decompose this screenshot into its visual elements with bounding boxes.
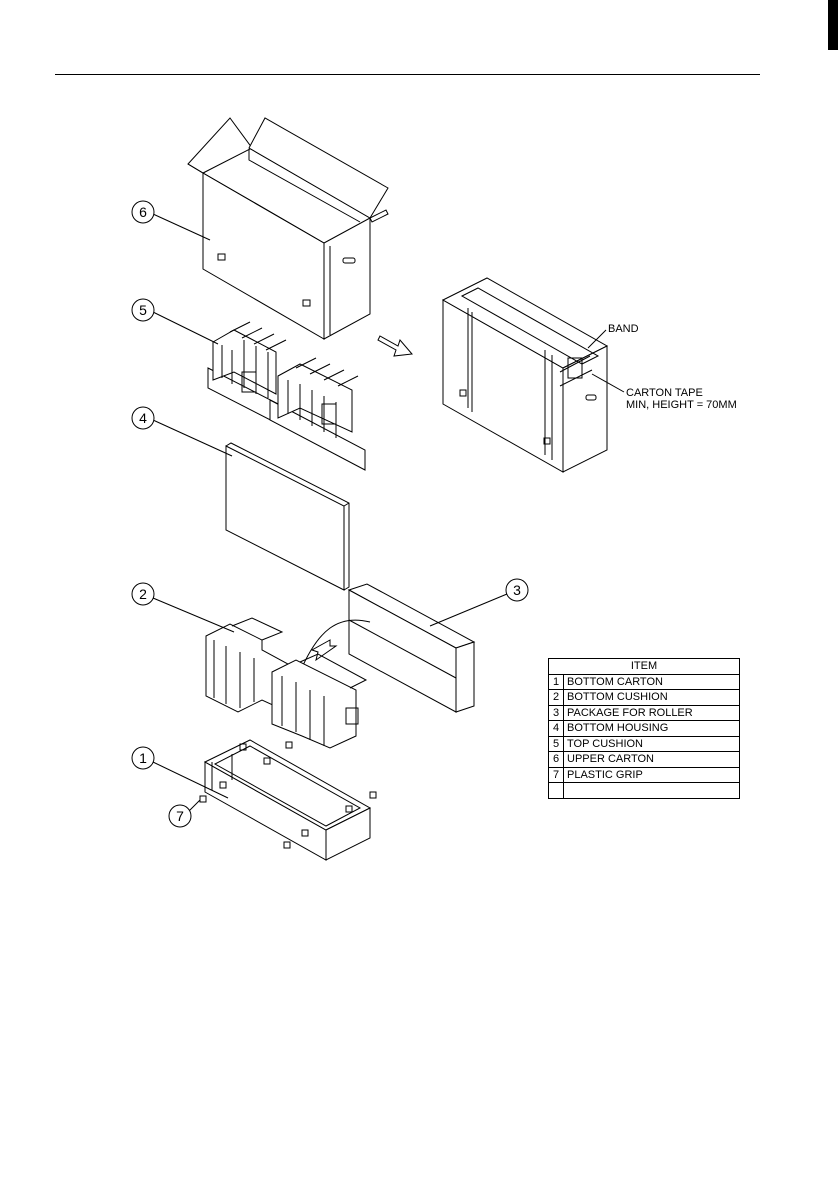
table-row: 2 BOTTOM CUSHION bbox=[549, 690, 740, 706]
row-part-name: TOP CUSHION bbox=[564, 736, 740, 752]
band-label: BAND bbox=[608, 323, 639, 335]
table-row: 4 BOTTOM HOUSING bbox=[549, 721, 740, 737]
callout-1-number: 1 bbox=[139, 750, 147, 766]
row-part-name: PACKAGE FOR ROLLER bbox=[564, 705, 740, 721]
upper-carton-drawing bbox=[188, 118, 388, 339]
assembled-package-drawing bbox=[443, 278, 607, 472]
row-part-name: PLASTIC GRIP bbox=[564, 767, 740, 783]
table-row: 5 TOP CUSHION bbox=[549, 736, 740, 752]
row-number: 5 bbox=[549, 736, 564, 752]
callout-4: 4 bbox=[132, 407, 232, 456]
callout-5-number: 5 bbox=[139, 302, 147, 318]
callout-2: 2 bbox=[132, 583, 234, 632]
row-part-name bbox=[564, 783, 740, 799]
bottom-carton-drawing bbox=[205, 740, 376, 860]
callout-4-number: 4 bbox=[139, 410, 147, 426]
table-row: 7 PLASTIC GRIP bbox=[549, 767, 740, 783]
bottom-housing-drawing bbox=[226, 443, 349, 590]
carton-tape-height-label: MIN, HEIGHT = 70MM bbox=[626, 399, 737, 411]
row-number: 4 bbox=[549, 721, 564, 737]
table-row: 3 PACKAGE FOR ROLLER bbox=[549, 705, 740, 721]
parts-list-table: ITEM 1 BOTTOM CARTON 2 BOTTOM CUSHION 3 … bbox=[548, 658, 740, 799]
plastic-grip-drawing bbox=[200, 796, 206, 802]
row-number bbox=[549, 783, 564, 799]
carton-tape-label: CARTON TAPE bbox=[626, 387, 703, 399]
row-number: 7 bbox=[549, 767, 564, 783]
row-number: 3 bbox=[549, 705, 564, 721]
row-part-name: BOTTOM CARTON bbox=[564, 674, 740, 690]
callout-7: 7 bbox=[169, 800, 200, 827]
callout-6: 6 bbox=[132, 201, 210, 240]
table-header-item: ITEM bbox=[549, 659, 740, 675]
callout-6-number: 6 bbox=[139, 204, 147, 220]
callout-7-number: 7 bbox=[176, 808, 184, 824]
row-number: 6 bbox=[549, 752, 564, 768]
row-number: 2 bbox=[549, 690, 564, 706]
table-row: 1 BOTTOM CARTON bbox=[549, 674, 740, 690]
table-header-row: ITEM bbox=[549, 659, 740, 675]
callout-2-number: 2 bbox=[139, 586, 147, 602]
callout-5: 5 bbox=[132, 299, 218, 344]
row-number: 1 bbox=[549, 674, 564, 690]
callout-3-number: 3 bbox=[513, 582, 521, 598]
callout-3: 3 bbox=[430, 579, 528, 626]
row-part-name: BOTTOM CUSHION bbox=[564, 690, 740, 706]
top-cushion-drawing bbox=[208, 322, 365, 470]
assembly-arrow-icon bbox=[378, 336, 412, 356]
row-part-name: UPPER CARTON bbox=[564, 752, 740, 768]
row-part-name: BOTTOM HOUSING bbox=[564, 721, 740, 737]
table-row: 6 UPPER CARTON bbox=[549, 752, 740, 768]
bottom-cushion-drawing bbox=[206, 618, 366, 748]
table-row bbox=[549, 783, 740, 799]
